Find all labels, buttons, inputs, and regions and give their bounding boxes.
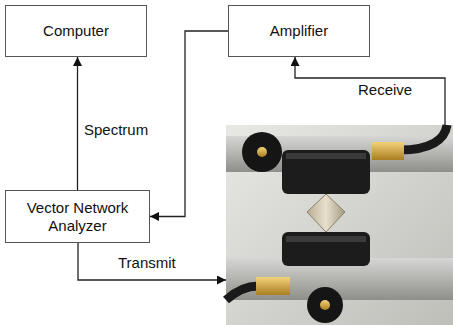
top-connector [372, 142, 404, 160]
connector-arrow [77, 57, 78, 190]
top-probe-shine [286, 153, 366, 159]
signal-label: Receive [358, 81, 412, 99]
bottom-cable [226, 286, 258, 300]
connector-arrow [150, 31, 228, 217]
bottom-knob [307, 287, 343, 323]
top-cable [400, 125, 447, 150]
transmit-wire [78, 243, 226, 280]
top-knob [242, 132, 282, 172]
bottom-connector [256, 277, 290, 295]
receive-wire [295, 57, 445, 125]
bottom-knob-pin [320, 300, 330, 310]
photo-ground [226, 125, 453, 325]
box-label: Amplifier [270, 22, 328, 40]
crystal-sample [307, 194, 345, 232]
bottom-probe [282, 232, 370, 266]
process-box: Amplifier [228, 5, 370, 57]
process-box: Computer [5, 5, 147, 57]
top-knob-pin [257, 147, 267, 157]
signal-label: Transmit [118, 254, 176, 272]
process-box: Vector Network Analyzer [5, 190, 150, 243]
box-label: Computer [43, 22, 109, 40]
bottom-probe-shine [286, 236, 366, 242]
box-label: Vector Network Analyzer [14, 199, 141, 235]
signal-label: Spectrum [84, 121, 148, 139]
top-probe [282, 150, 370, 194]
photo [226, 125, 453, 325]
